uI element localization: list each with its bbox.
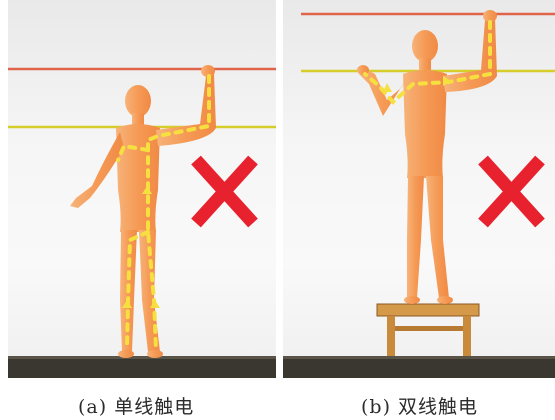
panel-single-wire-shock xyxy=(8,0,276,378)
stool-icon xyxy=(377,304,479,356)
person-figure-icon xyxy=(70,65,216,358)
panel-double-wire-shock xyxy=(283,0,555,378)
cross-mark-icon xyxy=(483,160,540,223)
caption-double-wire-shock: (b) 双线触电 xyxy=(361,392,478,419)
scene-a xyxy=(8,0,276,378)
ground xyxy=(283,356,555,378)
caption-single-wire-shock: (a) 单线触电 xyxy=(78,392,194,419)
scene-b xyxy=(283,0,555,378)
person-figure-icon xyxy=(357,10,497,304)
ground xyxy=(8,356,276,378)
cross-mark-icon xyxy=(196,160,253,223)
